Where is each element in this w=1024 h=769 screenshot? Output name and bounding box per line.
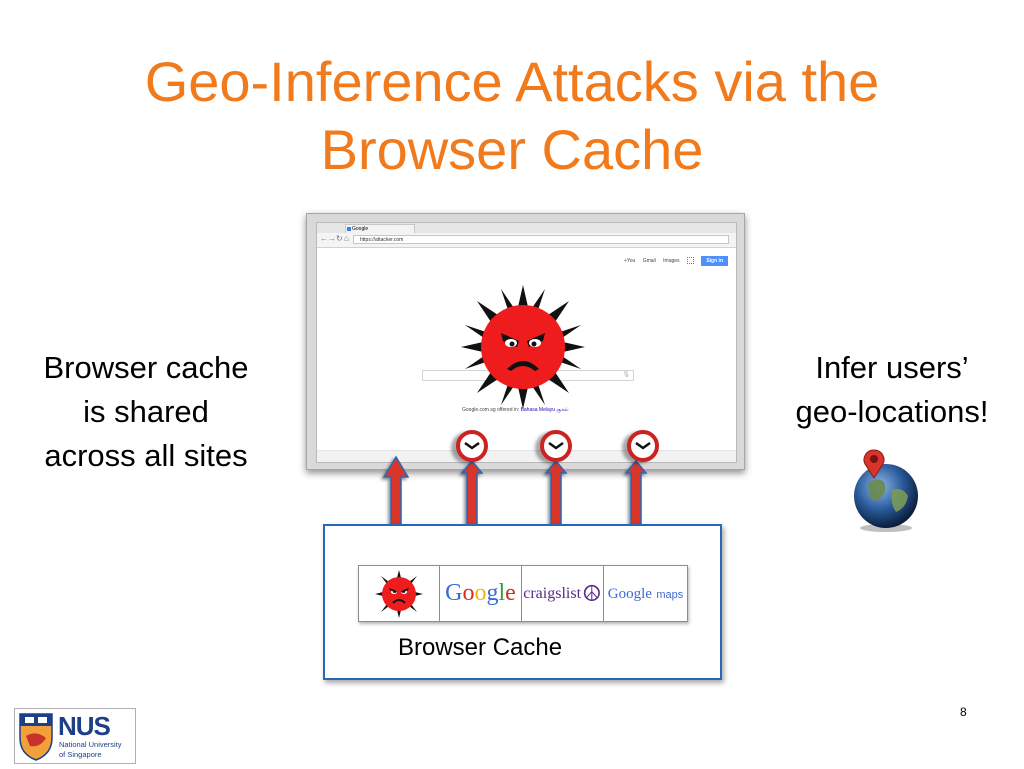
- browser-toolbar: ← → ↻ ⌂ https://attacker.com: [317, 233, 736, 248]
- tab-title: Google: [352, 226, 369, 232]
- offered-in-text: Google.com.sg offered in: Bahasa Melayu …: [462, 407, 569, 413]
- attacker-virus-icon: [461, 285, 585, 409]
- sign-in-button[interactable]: Sign in: [701, 256, 728, 266]
- browser-screenshot: Google ← → ↻ ⌂ https://attacker.com +You…: [306, 213, 745, 470]
- images-link[interactable]: Images: [663, 258, 680, 264]
- peace-sign-icon: ☮: [582, 580, 602, 606]
- offered-in-prefix: Google.com.sg offered in:: [462, 407, 520, 413]
- left-text-line-2: is shared: [83, 394, 209, 429]
- google-header-links: +You Gmail Images Sign in: [618, 256, 728, 266]
- cache-entry-google: Google: [440, 566, 522, 621]
- left-text-line-1: Browser cache: [43, 350, 249, 385]
- nus-wordmark: NUS: [58, 711, 111, 741]
- title-line-2: Browser Cache: [320, 118, 704, 182]
- tab-strip: Google: [317, 223, 736, 233]
- cache-shared-text: Browser cache is shared across all sites: [22, 346, 270, 478]
- google-favicon-icon: [347, 227, 351, 231]
- google-maps-logo: Google maps: [608, 585, 684, 603]
- title-line-1: Geo-Inference Attacks via the: [144, 50, 880, 113]
- forward-icon[interactable]: →: [328, 234, 336, 243]
- cache-entry-google-maps: Google maps: [604, 566, 687, 621]
- language-link-tamil[interactable]: சூகல்: [556, 407, 569, 413]
- cache-entry-craigslist: craigslist ☮: [522, 566, 604, 621]
- infer-locations-text: Infer users’ geo-locations!: [772, 346, 1012, 434]
- virus-icon: [375, 569, 423, 618]
- language-link-malay[interactable]: Bahasa Melayu: [520, 407, 556, 413]
- craigslist-logo: craigslist: [523, 584, 582, 602]
- nus-logo: NUS National University of Singapore: [14, 708, 136, 764]
- nus-name-line-2: of Singapore: [59, 750, 102, 759]
- slide-title: Geo-Inference Attacks via the Browser Ca…: [60, 48, 964, 185]
- browser-cache-label: Browser Cache: [398, 634, 563, 661]
- reload-icon[interactable]: ↻: [336, 234, 343, 243]
- back-icon[interactable]: ←: [320, 234, 328, 243]
- plus-you-link[interactable]: +You: [623, 258, 636, 264]
- slide-page-number: 8: [960, 705, 967, 719]
- maps-word: maps: [656, 588, 684, 601]
- nus-crest-icon: [14, 708, 136, 764]
- address-bar[interactable]: https://attacker.com: [353, 235, 729, 244]
- nus-name-line-1: National University: [59, 740, 122, 749]
- browser-tab[interactable]: Google: [345, 224, 415, 233]
- apps-grid-icon[interactable]: [686, 257, 694, 265]
- globe-location-icon: [854, 449, 918, 532]
- left-text-line-3: across all sites: [44, 438, 248, 473]
- timer-clock-icon: [456, 430, 488, 462]
- google-logo: Google: [445, 580, 516, 606]
- maps-google-word: Google: [607, 585, 652, 602]
- right-text-line-2: geo-locations!: [795, 394, 989, 429]
- microphone-icon[interactable]: 🎙: [622, 372, 630, 378]
- timer-clock-icon: [540, 430, 572, 462]
- timer-clock-icon: [627, 430, 659, 462]
- home-icon[interactable]: ⌂: [344, 234, 349, 243]
- gmail-link[interactable]: Gmail: [642, 258, 656, 264]
- cache-entries: Google craigslist ☮ Google maps: [358, 565, 688, 622]
- cache-entry-attacker: [359, 566, 440, 621]
- right-text-line-1: Infer users’: [815, 350, 969, 385]
